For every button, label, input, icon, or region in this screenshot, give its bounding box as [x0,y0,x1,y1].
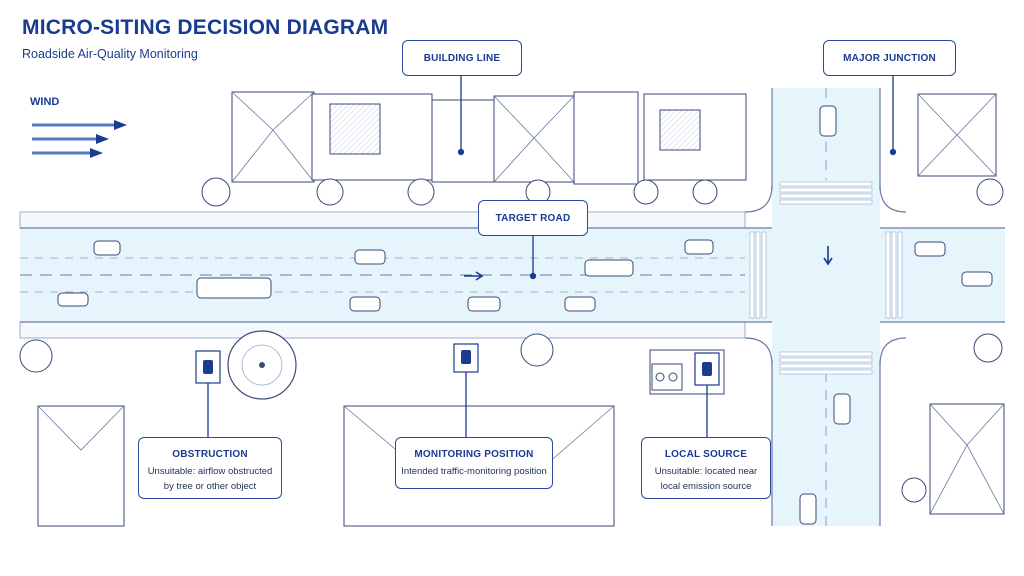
south-buildings [37,349,1005,527]
curb-ne [879,184,907,213]
callout-obstruction-line2: by tree or other object [163,481,257,492]
page-title: MICRO-SITING DECISION DIAGRAM [22,16,389,39]
crosswalk-south [779,351,873,375]
south-sidewalk [19,321,746,339]
callout-monitoring-title: MONITORING POSITION [414,449,534,460]
callout-local-source-line2: local emission source [660,481,752,492]
traffic-arrow-east [464,271,484,281]
wind-arrows [32,120,127,158]
callout-building-line: BUILDING LINE [402,40,522,76]
curb-sw [744,337,773,366]
callout-local-source-line1: Unsuitable: located near [654,466,758,477]
traffic-arrow-south [823,246,833,266]
callout-major-junction: MAJOR JUNCTION [823,40,956,76]
local-emission-source [651,363,683,391]
monitor-marker-local-source [694,352,720,386]
wind-label: WIND [30,96,60,108]
callout-local-source: LOCAL SOURCE Unsuitable: located near lo… [641,437,771,499]
junction-road-surface [772,88,880,526]
monitor-marker-monitoring [453,343,479,373]
callout-local-source-description: Unsuitable: located near local emission … [642,464,770,494]
vehicles [57,105,993,525]
northeast-building [917,93,997,177]
callout-monitoring-line1: Intended traffic-monitoring position [401,466,547,477]
north-sidewalk [19,211,746,229]
monitor-marker-obstruction [195,350,221,384]
callout-obstruction-description: Unsuitable: airflow obstructed by tree o… [139,464,281,494]
north-buildings [231,91,747,185]
callout-target-road: TARGET ROAD [478,200,588,236]
callout-target-road-title: TARGET ROAD [495,212,571,224]
callout-obstruction-line1: Unsuitable: airflow obstructed [147,466,273,477]
callout-local-source-title: LOCAL SOURCE [664,449,748,460]
callout-obstruction: OBSTRUCTION Unsuitable: airflow obstruct… [138,437,282,499]
trees [19,177,1004,503]
crosswalk-west [749,231,767,319]
obstructing-tree [227,330,297,400]
callout-obstruction-title: OBSTRUCTION [172,449,248,460]
callout-major-junction-title: MAJOR JUNCTION [843,52,936,64]
callout-building-line-title: BUILDING LINE [423,52,501,64]
callout-monitoring-position: MONITORING POSITION Intended traffic-mon… [395,437,553,489]
crosswalk-east [885,231,903,319]
leader-lines [207,76,897,437]
page-subtitle: Roadside Air-Quality Monitoring [22,47,198,61]
crosswalk-north [779,181,873,205]
curb-nw [744,184,773,213]
curb-se [879,337,907,366]
